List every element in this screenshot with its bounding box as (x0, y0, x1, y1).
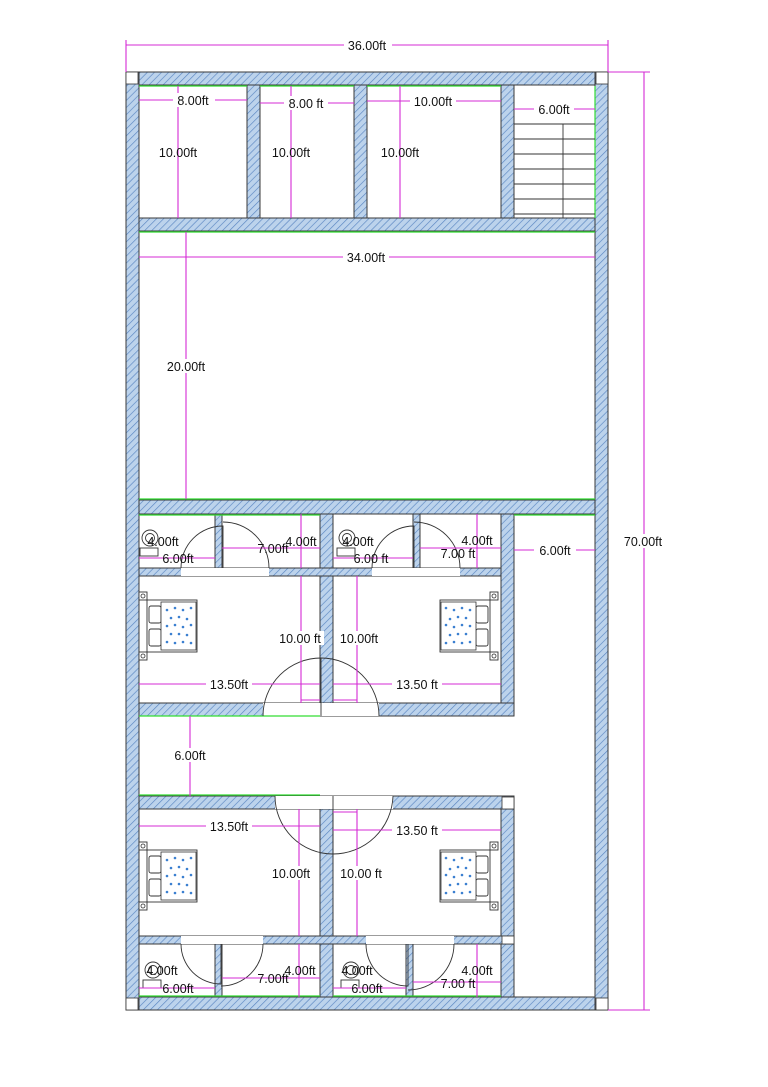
room2-length-label: 10.00ft (272, 146, 311, 160)
dimension-labels: 36.00ft 70.00ft 8.00ft 10.00ft 8.00 ft 1… (146, 38, 666, 996)
left-exterior-wall (125, 71, 140, 1011)
ll-toilet-width-label: 4.00ft (146, 964, 178, 978)
left-passage-label: 6.00ft (174, 749, 206, 763)
top-room-divider-2 (353, 84, 368, 219)
ul-bath-width-label: 7.00ft (257, 542, 289, 556)
hall-width-label: 34.00ft (347, 251, 386, 265)
ur-bath-width-label: 7.00 ft (441, 547, 476, 561)
room1-width-label: 8.00ft (177, 94, 209, 108)
overall-length-label: 70.00ft (624, 535, 663, 549)
ll-bath-width-label: 7.00ft (257, 972, 289, 986)
dimension-lines (125, 40, 650, 1011)
lr-bedroom-length-label: 10.00 ft (340, 867, 382, 881)
ul-bedroom-width-label: 13.50ft (210, 678, 249, 692)
ur-bedroom-width-label: 13.50 ft (396, 678, 438, 692)
lr-bath-depth-label: 4.00ft (461, 964, 493, 978)
ll-toilet-depth-label: 6.00ft (162, 982, 194, 996)
top-rooms-wall (138, 217, 596, 232)
bottom-exterior-wall (125, 996, 609, 1011)
lower-right-wc-divider (405, 943, 414, 998)
overall-width-label: 36.00ft (348, 39, 387, 53)
stair-wall (500, 84, 515, 219)
ll-bath-depth-label: 4.00ft (284, 964, 316, 978)
ur-toilet-width-label: 4.00ft (342, 535, 374, 549)
lower-units-right-wall (500, 808, 515, 998)
ur-bath-depth-label: 4.00ft (461, 534, 493, 548)
doors (180, 521, 461, 991)
hall-bottom-wall (138, 499, 596, 515)
room1-length-label: 10.00ft (159, 146, 198, 160)
ur-toilet-depth-label: 6.00 ft (354, 552, 389, 566)
stair-width-label: 6.00ft (538, 103, 570, 117)
ul-toilet-depth-label: 6.00ft (162, 552, 194, 566)
top-room-divider-1 (246, 84, 261, 219)
upper-left-wc-divider (214, 513, 223, 569)
bed-upper-right (439, 591, 499, 661)
upper-bath-wall (138, 567, 502, 577)
top-exterior-wall (125, 71, 609, 86)
lr-bath-width-label: 7.00 ft (441, 977, 476, 991)
lr-toilet-width-label: 4.00ft (341, 964, 373, 978)
ul-toilet-width-label: 4.00ft (147, 535, 179, 549)
bed-lower-left (138, 841, 198, 911)
lr-bedroom-width-label: 13.50 ft (396, 824, 438, 838)
ur-bedroom-length-label: 10.00ft (340, 632, 379, 646)
ul-bedroom-length-label: 10.00 ft (279, 632, 321, 646)
ll-bedroom-width-label: 13.50ft (210, 820, 249, 834)
upper-units-divider (319, 513, 334, 717)
ul-bath-depth-label: 4.00ft (285, 535, 317, 549)
bed-lower-right (439, 841, 499, 911)
lr-toilet-depth-label: 6.00ft (351, 982, 383, 996)
hall-length-label: 20.00ft (167, 360, 206, 374)
upper-units-right-wall (500, 513, 515, 717)
bed-upper-left (138, 591, 198, 661)
room3-length-label: 10.00ft (381, 146, 420, 160)
room2-width-label: 8.00 ft (289, 97, 324, 111)
ll-bedroom-length-label: 10.00ft (272, 867, 311, 881)
right-exterior-wall (594, 71, 609, 1011)
walls (125, 71, 609, 1011)
lower-units-divider (319, 808, 334, 998)
staircase (514, 123, 595, 218)
right-passage-label: 6.00ft (539, 544, 571, 558)
room-edges (139, 85, 596, 997)
room3-width-label: 10.00ft (414, 95, 453, 109)
